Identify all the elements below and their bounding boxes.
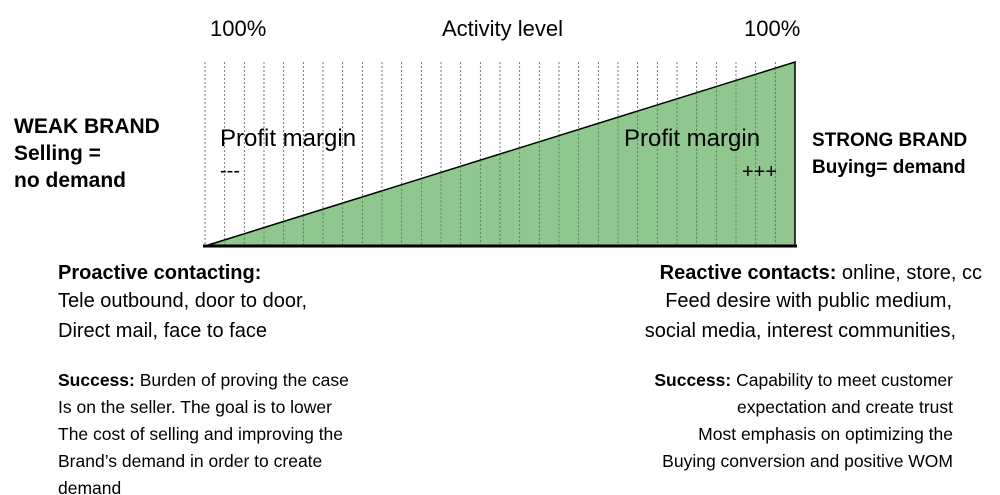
reactive-line-1: Feed desire with public medium, [665,290,952,312]
reactive-title-rest: online, store, cc [836,262,982,284]
reactive-success-line-4: Buying conversion and positive WOM [662,451,953,471]
reactive-success-line-2: expectation and create trust [737,397,953,417]
weak-brand-label: WEAK BRAND Selling = no demand [14,113,160,194]
reactive-success-line-1: Success: Capability to meet customer [654,367,953,394]
proactive-success-line-4: Brand’s demand in order to create [58,451,323,471]
proactive-line-2: Direct mail, face to face [58,320,267,342]
profit-margin-right: Profit margin [624,125,761,152]
top-axis-title: Activity level [442,16,564,41]
reactive-title-row: Reactive contacts: online, store, cc [645,262,982,285]
weak-brand-line-1: WEAK BRAND [14,115,160,138]
strong-brand-label: STRONG BRAND Buying= demand [812,127,967,181]
proactive-success-line-3: The cost of selling and improving the [58,424,344,444]
proactive-success-line-2: Is on the seller. The goal is to lower [58,397,332,417]
proactive-title: Proactive contacting: [58,262,262,284]
proactive-line-1: Tele outbound, door to door, [58,290,308,312]
reactive-line-2: social media, interest communities, [644,320,956,342]
reactive-success-label: Success: [654,370,732,390]
reactive-title: Reactive contacts: [659,262,837,284]
proactive-success-text-1: Burden of proving the case [139,370,349,390]
proactive-section: Proactive contacting: Tele outbound, doo… [58,262,307,346]
proactive-success-label: Success: [58,370,135,390]
weak-brand-line-3: no demand [14,169,127,192]
profit-sign-left: --- [220,160,240,182]
wedge-grid [224,68,776,246]
reactive-section: Reactive contacts: online, store, cc Fee… [645,262,982,346]
proactive-success: Success: Burden of proving the case Is o… [58,367,349,495]
top-left-percent: 100% [210,16,267,41]
strong-brand-line-2: Buying= demand [812,157,966,178]
top-right-percent: 100% [744,16,801,41]
activity-grid [204,62,776,246]
reactive-success-text-1: Capability to meet customer [736,370,953,390]
proactive-success-line-1: Success: Burden of proving the case [58,367,349,394]
profit-margin-left: Profit margin [220,125,357,152]
profit-sign-right: +++ [742,161,778,183]
reactive-success-line-3: Most emphasis on optimizing the [698,424,953,444]
weak-brand-line-2: Selling = [14,142,101,165]
proactive-success-line-5: demand [58,478,122,495]
strong-brand-line-1: STRONG BRAND [812,130,968,151]
reactive-success: Success: Capability to meet customer exp… [654,367,953,475]
